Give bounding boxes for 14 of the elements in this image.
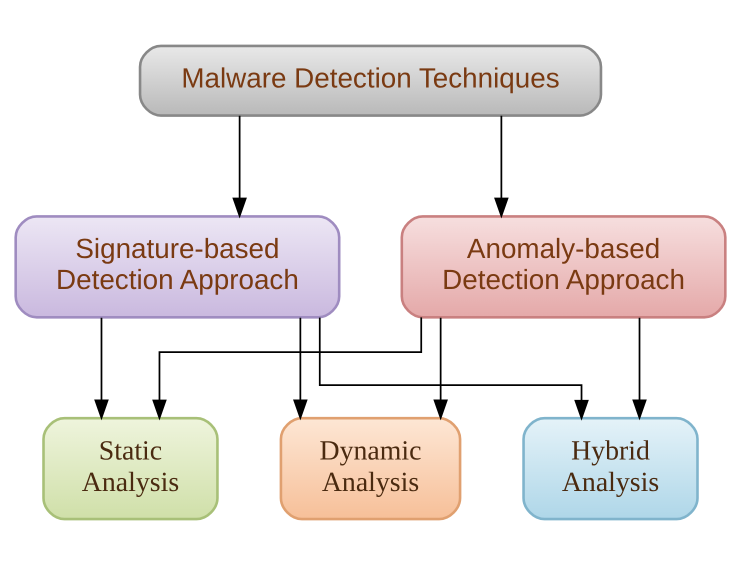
arrow — [433, 318, 448, 420]
node-box: Static Analysis — [42, 416, 219, 520]
arrow — [494, 116, 509, 218]
arrow — [94, 318, 109, 420]
arrow — [152, 317, 422, 420]
arrow — [293, 318, 308, 420]
node-box: Dynamic Analysis — [280, 416, 462, 520]
arrow — [232, 116, 247, 218]
node-box: Signature-based Detection Approach — [14, 215, 340, 319]
node-box: Hybrid Analysis — [522, 416, 699, 520]
arrow — [318, 318, 589, 421]
arrow — [632, 318, 647, 420]
node-box: Anomaly-based Detection Approach — [400, 215, 727, 319]
node-box: Malware Detection Techniques — [138, 44, 602, 117]
